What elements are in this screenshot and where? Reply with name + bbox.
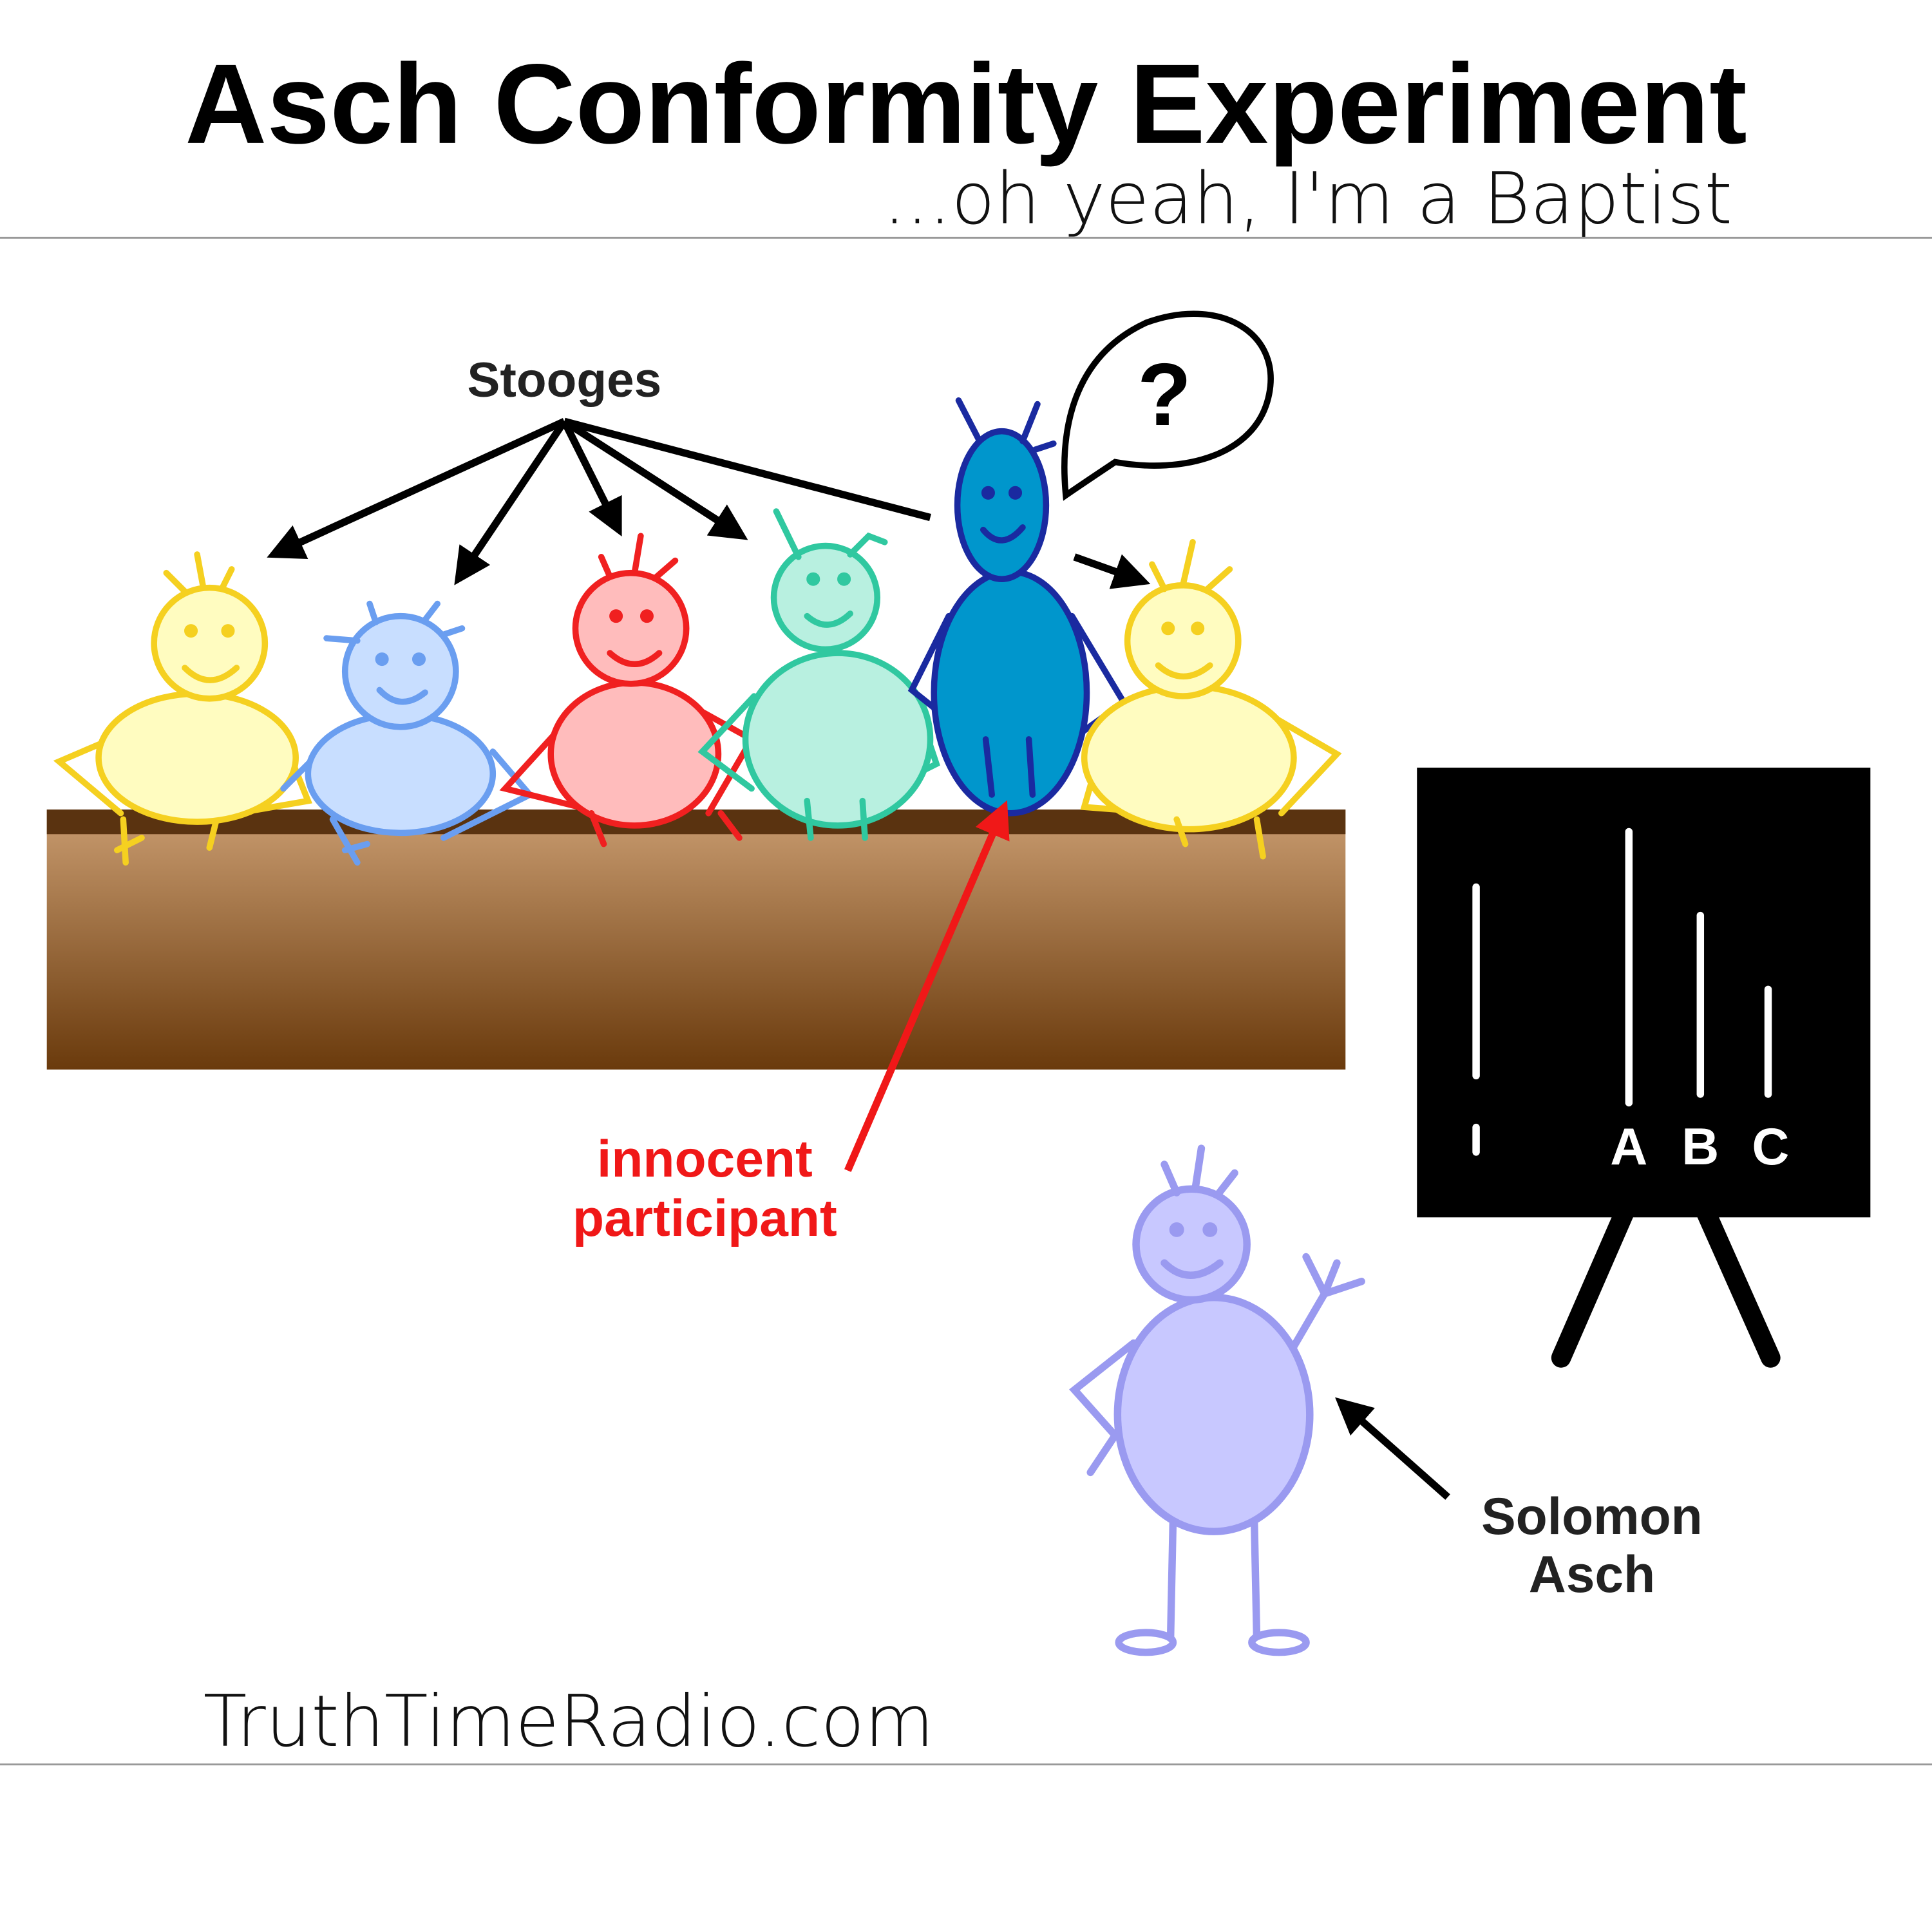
board-label-a: A [1610,1118,1647,1176]
page-subtitle: ...oh yeah, I'm a Baptist [883,157,1732,240]
board-label-c: C [1752,1118,1789,1176]
arrow-line [563,417,931,522]
stooge-figure-red [499,533,756,848]
question-mark: ? [1137,345,1191,444]
stooge-figure-yellow-right [1080,539,1342,860]
solomon-label-line2: Asch [1529,1546,1655,1604]
stooge-figure-light-blue [280,600,535,866]
stooges-label: Stooges [467,353,661,408]
stooge-figure-mint [697,508,940,841]
stooge-figure-yellow [53,551,312,866]
site-link[interactable]: TruthTimeRadio.com [204,1680,934,1763]
red-arrow-icon [844,800,1010,1172]
arrow-icon [561,419,622,536]
arrow-icon [1335,1397,1450,1500]
line-board: A B C [1417,767,1871,1368]
innocent-label-line1: innocent [597,1130,813,1188]
table [46,810,1346,1070]
solomon-label-line1: Solomon [1481,1488,1703,1546]
speech-bubble: ? [1061,310,1274,501]
arrow-icon [454,419,568,585]
board-label-b: B [1681,1118,1719,1176]
stooges-arrows [267,417,1151,589]
innocent-label-line2: participant [573,1189,837,1247]
arrow-icon [1073,553,1151,589]
solomon-asch-figure [1069,1144,1365,1656]
arrow-icon [562,418,748,540]
arrow-icon [267,418,566,559]
page-title: Asch Conformity Experiment [185,41,1747,167]
